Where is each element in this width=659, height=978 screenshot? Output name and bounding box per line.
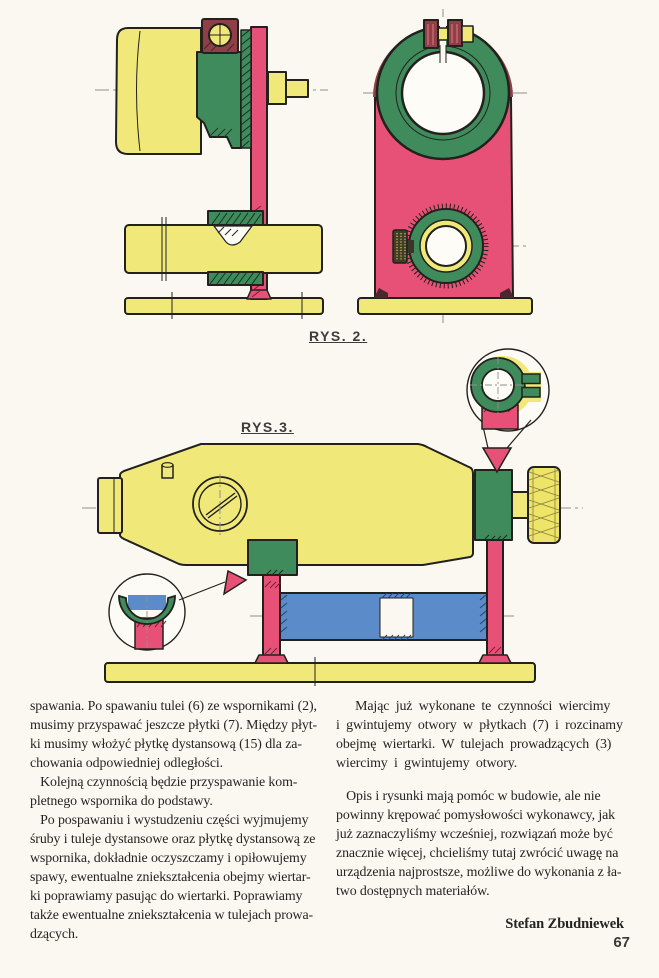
rys2-front-view bbox=[357, 17, 533, 315]
motor-cap-line bbox=[136, 30, 141, 152]
weld-hatch bbox=[209, 127, 233, 138]
knob-hatch-a bbox=[528, 469, 560, 537]
rys3-figure bbox=[82, 348, 583, 686]
column-right-foot bbox=[478, 654, 512, 664]
base-plate-front bbox=[357, 297, 533, 315]
text-line: wiercimy i gwintujemy otwory. bbox=[336, 756, 518, 771]
collar-detail-tab-bottom bbox=[521, 386, 541, 398]
text-line: znacznie więcej, chcieliśmy tutaj zwróci… bbox=[336, 846, 619, 861]
sleeve-hatch-upper bbox=[209, 212, 262, 228]
text-line: ki musimy włożyć płytkę dystansową (15) … bbox=[30, 737, 302, 752]
cylinder-end-hatch bbox=[280, 594, 487, 633]
text-line: Po pospawaniu i wystudzeniu części wyjmu… bbox=[30, 813, 309, 828]
callout-arrow-collar bbox=[481, 447, 513, 474]
text-line: powinny krępować pomysłowości wykonawcy,… bbox=[336, 808, 616, 823]
rys3-main-view bbox=[97, 443, 561, 686]
text-line: dzących. bbox=[30, 927, 79, 942]
body-foot-left bbox=[374, 288, 388, 298]
text-line: pletnego wspornika do podstawy. bbox=[30, 794, 213, 809]
base-plate bbox=[124, 297, 324, 315]
text-line: musimy przyspawać jeszcze płytki (7). Mi… bbox=[30, 718, 318, 733]
support-column-right bbox=[486, 524, 504, 658]
center-ticks bbox=[161, 217, 303, 319]
knob-knurl bbox=[396, 233, 406, 260]
rys2-side-view bbox=[115, 18, 324, 319]
shaft-step1 bbox=[267, 71, 287, 105]
clamp-lug-right bbox=[447, 19, 463, 47]
callout-arrow-saddle bbox=[222, 569, 248, 596]
author-signature: Stefan Zbudniewek bbox=[505, 916, 624, 932]
text-line: obejmę wiertarki. W tulejach prowadzącyc… bbox=[336, 737, 612, 752]
knurl-serration bbox=[403, 203, 489, 289]
text-line: Kolejną czynnością będzie przyspawanie k… bbox=[30, 775, 298, 790]
clamp-lug-left bbox=[423, 19, 439, 49]
clamp-bracket bbox=[196, 51, 242, 149]
strip-hatch bbox=[240, 28, 252, 149]
rys3-label: RYS.3. bbox=[241, 419, 294, 435]
base-plate-3 bbox=[104, 662, 536, 683]
column-left-foot bbox=[254, 654, 289, 664]
adjustment-knob bbox=[392, 229, 408, 264]
text-line: Mając już wykonane te czynności wiercimy bbox=[336, 699, 611, 714]
feed-shaft bbox=[511, 491, 529, 519]
text-line: śruby i tuleje dystansowe oraz płytkę dy… bbox=[30, 832, 316, 847]
cutout-hatch bbox=[381, 592, 412, 641]
bushing-bore bbox=[425, 225, 467, 267]
rys2-figure bbox=[95, 9, 533, 323]
text-line: i gwintujemy otwory w płytkach (7) i roz… bbox=[336, 718, 623, 733]
collar-clamp bbox=[474, 469, 513, 541]
text-line: wspornika, dokładnie oczyszczamy i opiło… bbox=[30, 851, 307, 866]
text-line: urządzenia najprostsze, możliwe do wykon… bbox=[336, 865, 622, 880]
detail-balloon-saddle bbox=[108, 569, 248, 651]
sleeve-hatch-lower bbox=[209, 271, 261, 285]
body-foot-right bbox=[500, 288, 514, 298]
text-line: już zaznaczyliśmy wcześniej, rozwiązań m… bbox=[336, 827, 613, 842]
lug-hatch bbox=[427, 24, 458, 45]
text-line: two dostępnych materiałów. bbox=[336, 884, 490, 899]
text-line: spawania. Po spawaniu tulei (6) ze wspor… bbox=[30, 699, 317, 714]
text-line: Opis i rysunki mają pomóc w budowie, ale… bbox=[336, 789, 601, 804]
drill-body bbox=[119, 443, 474, 566]
detail-balloon-collar bbox=[466, 348, 550, 474]
saddle-detail-crescent bbox=[118, 594, 176, 625]
article-right-column: Mając już wykonane te czynności wiercimy… bbox=[336, 697, 642, 934]
shaft-step2 bbox=[285, 79, 309, 98]
saddle-block bbox=[247, 539, 298, 576]
drill-cap bbox=[97, 477, 123, 534]
clamp-nut bbox=[461, 25, 474, 43]
cylinder-cutout bbox=[379, 597, 414, 638]
text-line: spawy, ewentualne zniekształcenia obejmy… bbox=[30, 870, 311, 885]
article-left-column: spawania. Po spawaniu tulei (6) ze wspor… bbox=[30, 697, 335, 944]
right-paragraph-1: Mając już wykonane te czynności wiercimy… bbox=[336, 697, 642, 773]
text-line: chowania odpowiedniej odległości. bbox=[30, 756, 224, 771]
notch-hatch bbox=[217, 226, 239, 237]
motor-body bbox=[115, 27, 202, 155]
collar-detail-tab-top bbox=[521, 373, 541, 385]
knob-hatch-b bbox=[528, 471, 560, 539]
bolt-head-cross bbox=[209, 24, 231, 46]
rys2-label: RYS. 2. bbox=[309, 328, 368, 344]
page-number: 67 bbox=[613, 934, 630, 951]
text-line: także ewentualne zniekształcenia w tulej… bbox=[30, 908, 314, 923]
ring-bore bbox=[400, 50, 486, 136]
knob-neck bbox=[407, 240, 414, 253]
right-paragraph-2: Opis i rysunki mają pomóc w budowie, ale… bbox=[336, 787, 642, 901]
support-column-left bbox=[262, 574, 281, 658]
screw-slot bbox=[205, 492, 238, 519]
text-line: ki poprawiamy pasując do wiertarki. Popr… bbox=[30, 889, 303, 904]
